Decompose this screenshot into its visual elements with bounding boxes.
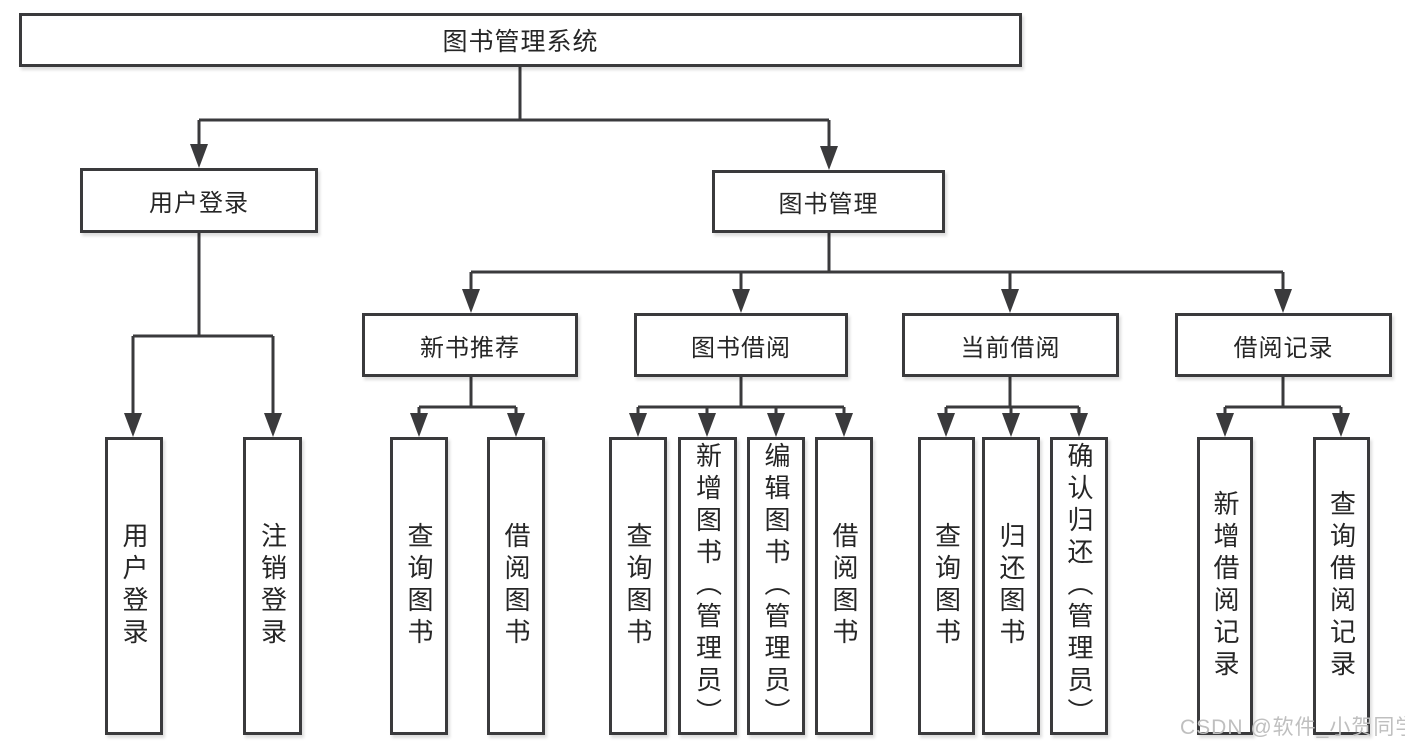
leaf-borrow-books-recommend: 借阅图书 [487, 437, 545, 735]
node-book-management: 图书管理 [712, 170, 945, 233]
node-book-borrow: 图书借阅 [634, 313, 848, 377]
leaf-edit-book-admin: 编辑图书（管理员） [747, 437, 805, 735]
node-current-borrow: 当前借阅 [902, 313, 1119, 377]
leaf-return-book: 归还图书 [982, 437, 1040, 735]
leaf-query-books-recommend: 查询图书 [390, 437, 448, 735]
leaf-query-books-borrow: 查询图书 [609, 437, 667, 735]
node-new-book-recommend: 新书推荐 [362, 313, 578, 377]
leaf-query-books-current: 查询图书 [918, 437, 975, 735]
leaf-add-borrow-record: 新增借阅记录 [1197, 437, 1253, 735]
leaf-logout: 注销登录 [243, 437, 302, 735]
csdn-watermark: CSDN @软件_小贺同学 [1180, 716, 1405, 739]
node-user-login: 用户登录 [80, 168, 318, 233]
leaf-query-borrow-record: 查询借阅记录 [1313, 437, 1370, 735]
node-borrow-records: 借阅记录 [1175, 313, 1392, 377]
leaf-borrow-books: 借阅图书 [815, 437, 873, 735]
leaf-add-book-admin: 新增图书（管理员） [678, 437, 737, 735]
leaf-user-login: 用户登录 [105, 437, 163, 735]
node-root: 图书管理系统 [19, 13, 1022, 67]
leaf-confirm-return-admin: 确认归还（管理员） [1050, 437, 1108, 735]
